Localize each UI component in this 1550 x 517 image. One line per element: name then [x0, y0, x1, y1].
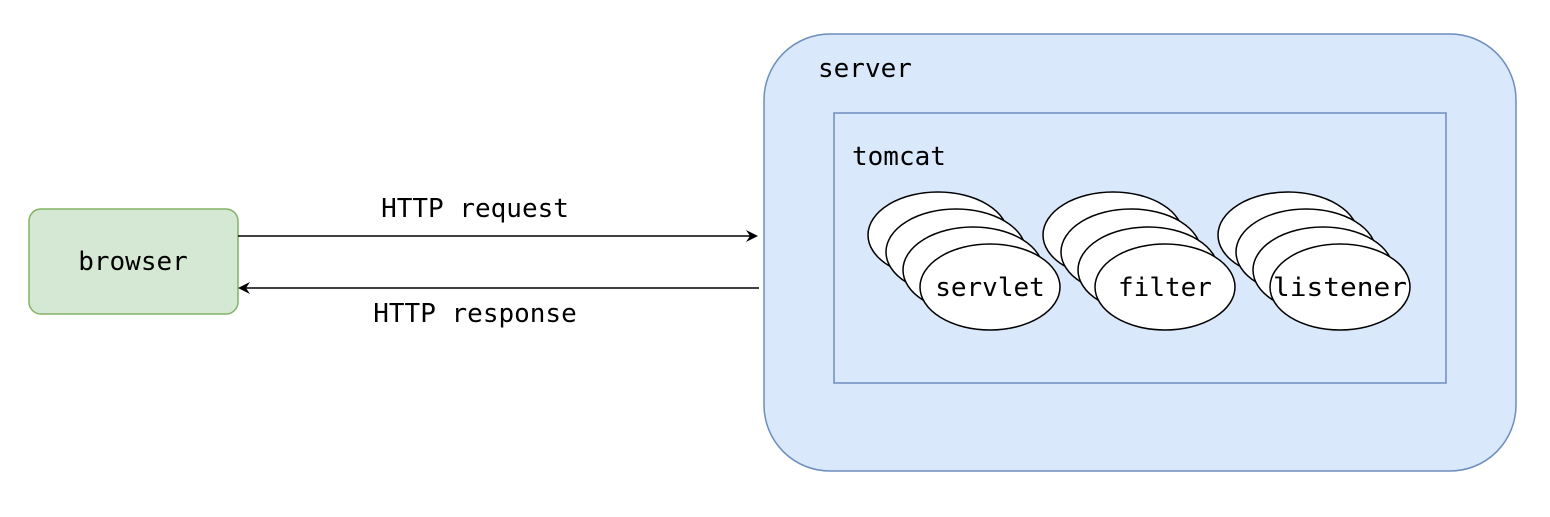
filter-ellipse-4 [1094, 243, 1236, 331]
filter-label: filter [1118, 273, 1212, 303]
server-label: server [818, 54, 912, 84]
listener-label: listener [1273, 273, 1407, 303]
listener-stack: listener [1217, 191, 1411, 331]
filter-stack: filter [1042, 191, 1236, 331]
response-label: HTTP response [373, 299, 577, 329]
browser-box [28, 208, 239, 315]
http-request-edge: HTTP request [238, 194, 758, 242]
servlet-label: servlet [935, 273, 1045, 303]
request-label: HTTP request [381, 194, 569, 224]
servlet-ellipse-4 [919, 243, 1061, 331]
tomcat-label: tomcat [852, 142, 946, 172]
servlet-stack: servlet [867, 191, 1061, 331]
http-response-edge: HTTP response [238, 282, 759, 329]
listener-ellipse-4 [1269, 243, 1411, 331]
browser-label: browser [78, 247, 188, 277]
browser-node: browser [28, 208, 239, 315]
